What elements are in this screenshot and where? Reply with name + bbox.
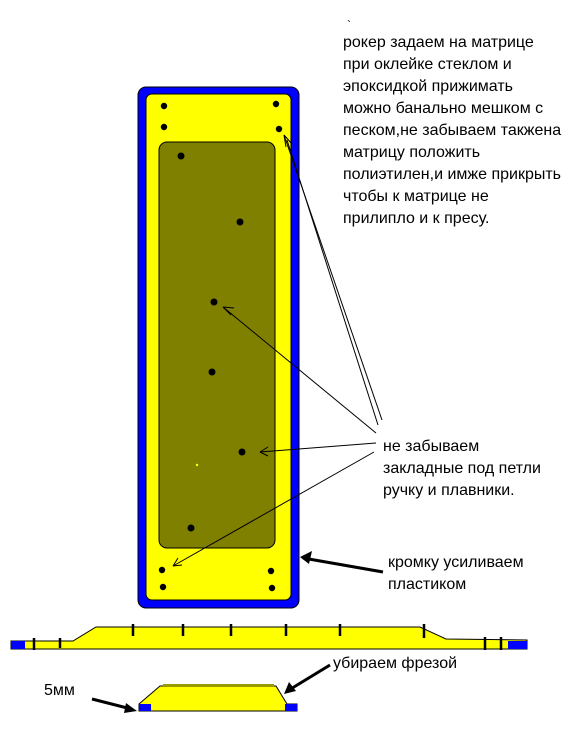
stray-tick: ` [347, 18, 351, 32]
profile-edge-left [11, 641, 25, 649]
insert-dot [177, 152, 185, 160]
mill-note: убираем фрезой [333, 655, 458, 672]
board-side-profile [10, 624, 528, 650]
insert-dot [160, 123, 168, 131]
profile-edge-right [508, 641, 527, 649]
thickness-arrow [91, 697, 137, 713]
insert-dot [158, 566, 166, 574]
insert-dot [238, 448, 246, 456]
insert-dot [187, 524, 195, 532]
section-edge-left [139, 704, 151, 711]
section-body [138, 685, 298, 712]
insert-dot [268, 584, 276, 592]
insert-dot [210, 298, 218, 306]
thickness-note: 5мм [44, 682, 75, 699]
inserts-note: не забываем закладные под петли ручку и … [383, 438, 541, 499]
edge-arrow [300, 551, 384, 574]
insert-dot [236, 218, 244, 226]
section-edge-right [285, 704, 297, 711]
insert-dot-small [195, 463, 199, 467]
insert-dot [275, 125, 283, 133]
section-core-cap [163, 684, 274, 687]
mill-arrow [284, 663, 331, 694]
profile-body [10, 626, 528, 650]
insert-dot [159, 583, 167, 591]
board-core [158, 141, 276, 549]
matrix-note: рокер задаем на матрице при оклейке стек… [343, 34, 562, 227]
insert-dot [208, 368, 216, 376]
insert-dot [267, 567, 275, 575]
insert-dot [160, 102, 168, 110]
insert-dot [272, 100, 280, 108]
edge-note: кромку усиливаем пластиком [388, 554, 524, 593]
inserts-group [158, 100, 283, 592]
board-top-view [137, 86, 300, 609]
board-cross-section [138, 684, 298, 712]
leader-lines [172, 134, 383, 567]
